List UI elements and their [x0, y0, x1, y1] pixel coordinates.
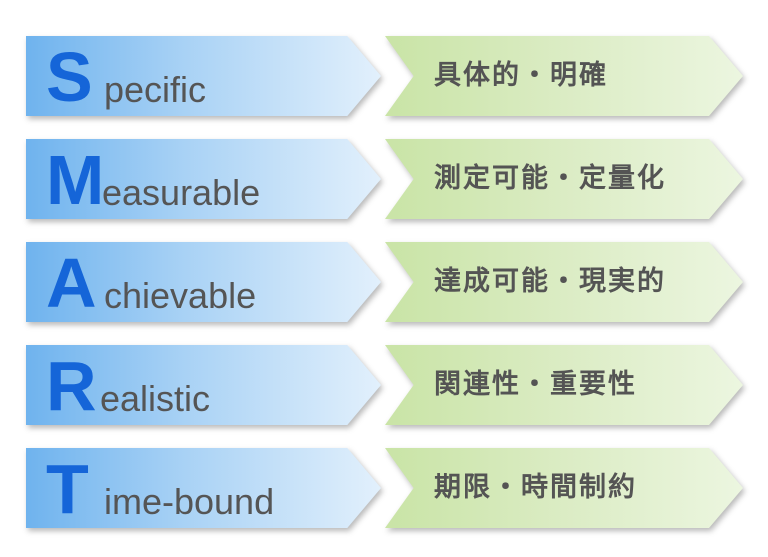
- initial-letter: T: [46, 450, 89, 528]
- initial-letter: A: [46, 244, 97, 322]
- meaning-text: 達成可能・現実的: [434, 266, 666, 297]
- initial-letter: M: [46, 141, 104, 219]
- term-remainder: ealistic: [100, 378, 211, 419]
- meaning-arrow: [385, 139, 743, 219]
- term-arrow: [26, 448, 381, 528]
- term-remainder: ime-bound: [104, 481, 275, 522]
- term-remainder: easurable: [102, 172, 261, 213]
- meaning-text: 関連性・重要性: [434, 369, 637, 400]
- meaning-text: 測定可能・定量化: [434, 163, 666, 194]
- meaning-arrow: [385, 345, 743, 425]
- term-remainder: chievable: [104, 275, 257, 316]
- meaning-text: 具体的・明確: [434, 60, 608, 91]
- meaning-arrow: [385, 242, 743, 322]
- initial-letter: S: [46, 38, 93, 116]
- smart-row-m: M easurable 測定可能・定量化: [0, 139, 768, 219]
- term-arrow: [26, 242, 381, 322]
- smart-row-r: R ealistic 関連性・重要性: [0, 345, 768, 425]
- term-arrow: [26, 36, 381, 116]
- smart-row-s: S pecific 具体的・明確: [0, 36, 768, 116]
- term-arrow: [26, 345, 381, 425]
- smart-row-a: A chievable 達成可能・現実的: [0, 242, 768, 322]
- term-arrow: [26, 139, 381, 219]
- term-remainder: pecific: [104, 69, 207, 110]
- smart-row-t: T ime-bound 期限・時間制約: [0, 448, 768, 528]
- meaning-text: 期限・時間制約: [434, 472, 637, 503]
- initial-letter: R: [46, 347, 97, 425]
- meaning-arrow: [385, 448, 743, 528]
- meaning-arrow: [385, 36, 743, 116]
